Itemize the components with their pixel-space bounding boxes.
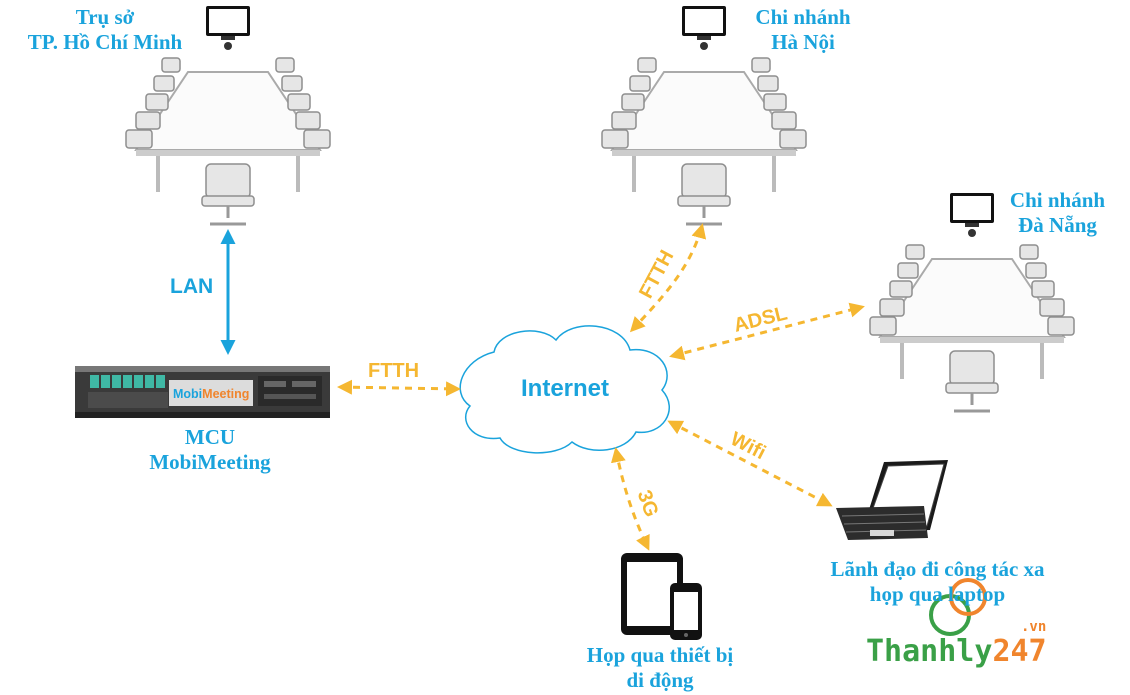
internet-label: Internet	[521, 375, 610, 402]
internet-cloud-icon	[459, 325, 670, 454]
danang-internet-link	[669, 302, 865, 361]
mobile-line2: di động	[626, 668, 694, 692]
mcu-brand-mobi: Mobi	[173, 387, 202, 401]
mcu-server-icon	[75, 366, 330, 418]
laptop-label: Lãnh đạo đi công tác xa họp qua laptop	[800, 557, 1075, 607]
laptop-internet-link	[667, 420, 833, 507]
svg-text:MobiMeeting: MobiMeeting	[173, 387, 249, 401]
mcu-brand-meeting: Meeting	[202, 387, 249, 401]
hanoi-branch-line1: Chi nhánh	[755, 5, 851, 29]
danang-branch-line1: Chi nhánh	[1009, 188, 1106, 212]
mcu-label: MCU MobiMeeting	[130, 425, 290, 475]
watermark-main-part2: 247	[992, 634, 1047, 669]
hanoi-branch-label: Chi nhánh Hà Nội	[738, 5, 868, 55]
mobile-label: Họp qua thiết bị di động	[560, 643, 760, 693]
hanoi-internet-link	[629, 223, 707, 333]
hcm-office-label: Trụ sở TP. Hồ Chí Minh	[10, 5, 200, 55]
danang-branch-label: Chi nhánh Đà Nẵng	[1000, 188, 1115, 238]
laptop-icon	[836, 460, 948, 540]
lan-link-label: LAN	[170, 275, 214, 298]
mcu-internet-link-label: FTTH	[368, 360, 420, 382]
hanoi-branch-line2: Hà Nội	[771, 30, 835, 54]
hcm-office-line2: TP. Hồ Chí Minh	[27, 30, 183, 54]
mcu-line2: MobiMeeting	[149, 450, 271, 474]
danang-branch-line2: Đà Nẵng	[1018, 213, 1097, 237]
watermark-main-part1: Thanhly	[866, 634, 993, 669]
hcm-office-line1: Trụ sở	[75, 5, 135, 29]
mcu-internet-link	[337, 379, 461, 397]
mcu-line1: MCU	[184, 425, 236, 449]
mobile-line1: Họp qua thiết bị	[586, 643, 734, 667]
laptop-line1: Lãnh đạo đi công tác xa	[830, 557, 1045, 581]
watermark-tld: .vn	[1021, 619, 1047, 635]
watermark-orange-circle-icon	[949, 578, 987, 616]
watermark-logo: Thanhly247	[866, 634, 1047, 669]
laptop-line2: họp qua laptop	[869, 582, 1006, 606]
mobile-devices-icon	[621, 553, 702, 640]
